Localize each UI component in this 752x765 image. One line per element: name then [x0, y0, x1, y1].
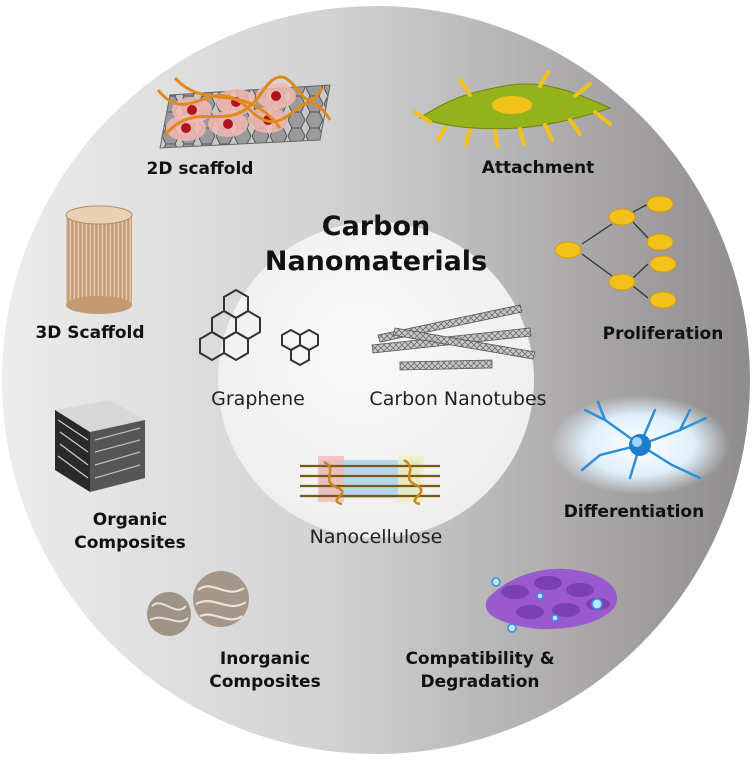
nanotubes-label: Carbon Nanotubes	[369, 388, 547, 410]
compatibility-label-line1: Compatibility &	[405, 649, 555, 669]
carbon-nanotubes-icon	[371, 304, 536, 371]
2d-scaffold-label: 2D scaffold	[146, 159, 254, 179]
attachment-label: Attachment	[481, 158, 595, 178]
nanocellulose-icon	[300, 456, 440, 506]
proliferation-icon	[554, 195, 677, 309]
3d-scaffold-label: 3D Scaffold	[35, 323, 145, 343]
attachment-icon	[413, 70, 612, 148]
inner-circle	[218, 222, 534, 538]
center-title-line2: Nanomaterials	[264, 246, 488, 277]
organic-composites-label-line1: Organic	[92, 510, 168, 530]
nanocellulose-label: Nanocellulose	[309, 526, 443, 548]
2d-scaffold-icon	[156, 75, 332, 149]
compatibility-label-line2: Degradation	[420, 672, 540, 692]
proliferation-label: Proliferation	[602, 324, 724, 344]
graphene-icon	[199, 288, 319, 367]
inorganic-composites-label-line2: Composites	[209, 672, 321, 692]
inorganic-composites-icon	[147, 571, 249, 636]
inorganic-composites-label-line1: Inorganic	[219, 649, 311, 669]
differentiation-label: Differentiation	[563, 502, 705, 522]
organic-composites-icon	[55, 400, 145, 492]
differentiation-icon	[550, 395, 730, 495]
graphene-label: Graphene	[211, 388, 305, 410]
organic-composites-label-line2: Composites	[74, 533, 186, 553]
center-title-line1: Carbon	[321, 211, 431, 242]
compatibility-icon	[485, 568, 618, 633]
3d-scaffold-icon	[65, 205, 133, 314]
